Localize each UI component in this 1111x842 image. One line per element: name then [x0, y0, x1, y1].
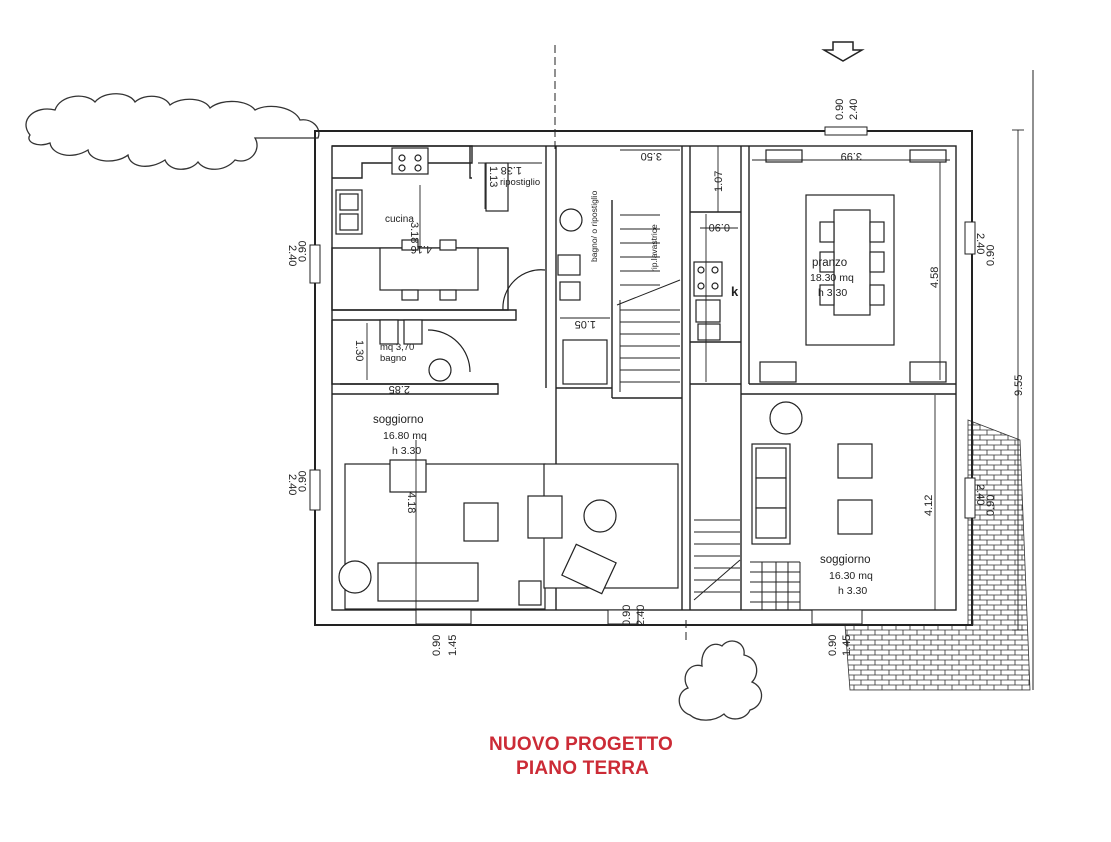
room-label-soggiorno-right: soggiorno	[820, 554, 871, 566]
room-label-k: k	[731, 284, 739, 299]
dim-left-win-bot-a: 2.40	[286, 474, 298, 495]
room-label-soggiorno-right-height: h 3.30	[838, 585, 867, 597]
outer-wall	[314, 130, 973, 626]
room-label-pranzo-height: h 3.30	[818, 287, 847, 299]
dim-bagno-h: 1.30	[353, 340, 365, 361]
dim-bagno-d: 2.85	[389, 383, 410, 395]
dim-left-win-top-b: 0.90	[297, 241, 309, 262]
title-line-1: NUOVO PROGETTO	[489, 734, 674, 755]
dim-right-win-bot-a: 2.40	[974, 484, 986, 505]
room-label-soggiorno-left-area: 16.80 mq	[383, 430, 427, 442]
tree-icon	[25, 93, 320, 170]
room-label-soggiorno-right-area: 16.30 mq	[829, 570, 873, 582]
room-label-pranzo: pranzo	[812, 257, 847, 269]
entry-arrow-icon	[821, 41, 865, 62]
paving-area	[844, 419, 1031, 691]
dim-left-win-bot-b: 0.90	[297, 471, 309, 492]
dim-top-entry-a: 0.90	[834, 99, 846, 120]
dim-rip-a: 1.38	[501, 164, 522, 176]
dim-cucina-v: 3.18	[408, 222, 420, 243]
dim-rip-b: 1.13	[487, 166, 499, 187]
dim-sogg-right-h: 4.12	[923, 495, 935, 516]
dim-bottom-mid-b: 2.40	[635, 605, 647, 626]
dim-bottom-left-b: 1.45	[447, 635, 459, 656]
dim-bagno-w: 1.05	[575, 318, 596, 330]
dim-mid-b: 0.90	[709, 221, 730, 233]
room-label-ripostiglio: ripostiglio	[500, 177, 540, 188]
dim-right-win-top-b: 0.90	[985, 245, 997, 266]
shrub-icon	[678, 640, 763, 721]
room-label-bagno: bagno	[380, 353, 406, 364]
title-line-2: PIANO TERRA	[516, 758, 650, 779]
dim-bottom-right-a: 0.90	[827, 635, 839, 656]
dim-total-h: 9.55	[1013, 375, 1025, 396]
dim-stair-width: 3.50	[641, 150, 662, 162]
dim-top-entry-b: 2.40	[848, 99, 860, 120]
dim-pranzo-h: 4.58	[929, 267, 941, 288]
dim-right-win-top-a: 2.40	[974, 233, 986, 254]
dim-right-win-bot-b: 0.90	[985, 495, 997, 516]
room-label-ripostiglio-vasca: rip.lavastrice	[649, 224, 659, 272]
room-label-bagno-area: mq 3,70	[380, 342, 414, 353]
room-label-soggiorno-left-height: h 3.30	[392, 445, 421, 457]
room-label-pranzo-area: 18.30 mq	[810, 272, 854, 284]
room-label-cucina: cucina	[385, 214, 414, 225]
room-label-bagno-ripostiglio: bagno/ o ripostiglio	[589, 190, 599, 262]
room-label-soggiorno-left: soggiorno	[373, 414, 424, 426]
dim-sogg-left-h: 4.18	[405, 492, 417, 513]
dim-mid-a: 1.07	[713, 171, 725, 192]
dim-left-win-top-a: 2.40	[286, 245, 298, 266]
dim-bottom-right-b: 1.45	[841, 635, 853, 656]
dim-cucina-h: 4.16	[411, 243, 432, 255]
dim-bottom-mid-a: 0.90	[621, 605, 633, 626]
dim-pranzo-width: 3.99	[841, 150, 862, 162]
dim-bottom-left-a: 0.90	[431, 635, 443, 656]
